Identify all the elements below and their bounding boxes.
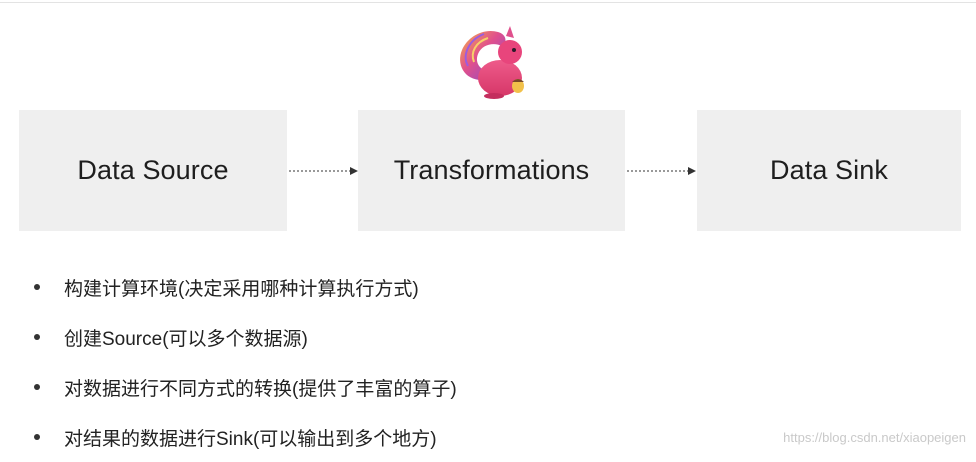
bullet-list: 构建计算环境(决定采用哪种计算执行方式) 创建Source(可以多个数据源) 对… — [28, 262, 457, 462]
bullet-item: 创建Source(可以多个数据源) — [28, 312, 457, 362]
bullet-text: 构建计算环境(决定采用哪种计算执行方式) — [64, 278, 419, 300]
bullet-item: 对数据进行不同方式的转换(提供了丰富的算子) — [28, 362, 457, 412]
bullet-dot-icon — [34, 384, 40, 390]
watermark-url: https://blog.csdn.net/xiaopeigen — [783, 430, 966, 445]
bullet-item: 构建计算环境(决定采用哪种计算执行方式) — [28, 262, 457, 312]
bullet-text: 对数据进行不同方式的转换(提供了丰富的算子) — [64, 378, 457, 400]
data-source-box: Data Source — [19, 110, 287, 231]
data-sink-label: Data Sink — [770, 155, 888, 185]
data-sink-box: Data Sink — [697, 110, 961, 231]
flink-squirrel-icon — [460, 26, 524, 99]
top-divider — [0, 2, 976, 3]
bullet-text: 创建Source(可以多个数据源) — [64, 328, 308, 350]
data-source-label: Data Source — [77, 155, 229, 185]
bullet-dot-icon — [34, 284, 40, 290]
arrow-transform-to-sink — [627, 167, 696, 175]
bullet-text: 对结果的数据进行Sink(可以输出到多个地方) — [64, 428, 437, 450]
bullet-dot-icon — [34, 434, 40, 440]
arrow-source-to-transform — [289, 167, 358, 175]
transformations-box: Transformations — [358, 110, 625, 231]
bullet-item: 对结果的数据进行Sink(可以输出到多个地方) — [28, 412, 457, 462]
bullet-dot-icon — [34, 334, 40, 340]
transformations-label: Transformations — [393, 155, 590, 185]
